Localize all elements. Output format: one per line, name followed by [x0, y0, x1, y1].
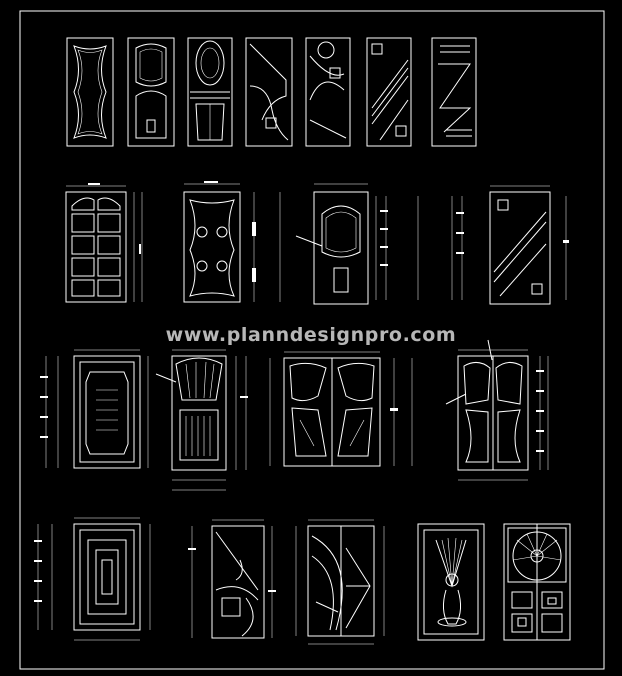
door-1-3 [187, 37, 233, 147]
row-3 [40, 339, 549, 491]
row-1 [66, 37, 477, 147]
door-1-7 [431, 37, 477, 147]
door-2-3 [295, 183, 419, 305]
watermark-text: www.planndesignpro.com [165, 324, 457, 346]
door-4-5 [503, 523, 571, 641]
row-2 [65, 181, 569, 305]
door-2-2 [183, 181, 281, 303]
door-1-2 [127, 37, 175, 147]
door-4-1 [34, 517, 151, 641]
door-4-2 [188, 519, 276, 639]
door-2-4 [451, 185, 569, 305]
door-1-1 [66, 37, 114, 147]
row-4 [34, 517, 571, 645]
door-3-2 [155, 349, 248, 491]
door-1-4 [245, 37, 293, 147]
door-4-3 [295, 519, 385, 645]
door-3-4 [445, 339, 549, 481]
door-3-1 [40, 349, 149, 469]
door-4-4 [417, 523, 485, 641]
door-1-6 [366, 37, 412, 147]
sheet-border [19, 10, 605, 670]
door-3-3 [269, 351, 413, 467]
door-2-1 [65, 183, 143, 303]
door-1-5 [305, 37, 351, 147]
